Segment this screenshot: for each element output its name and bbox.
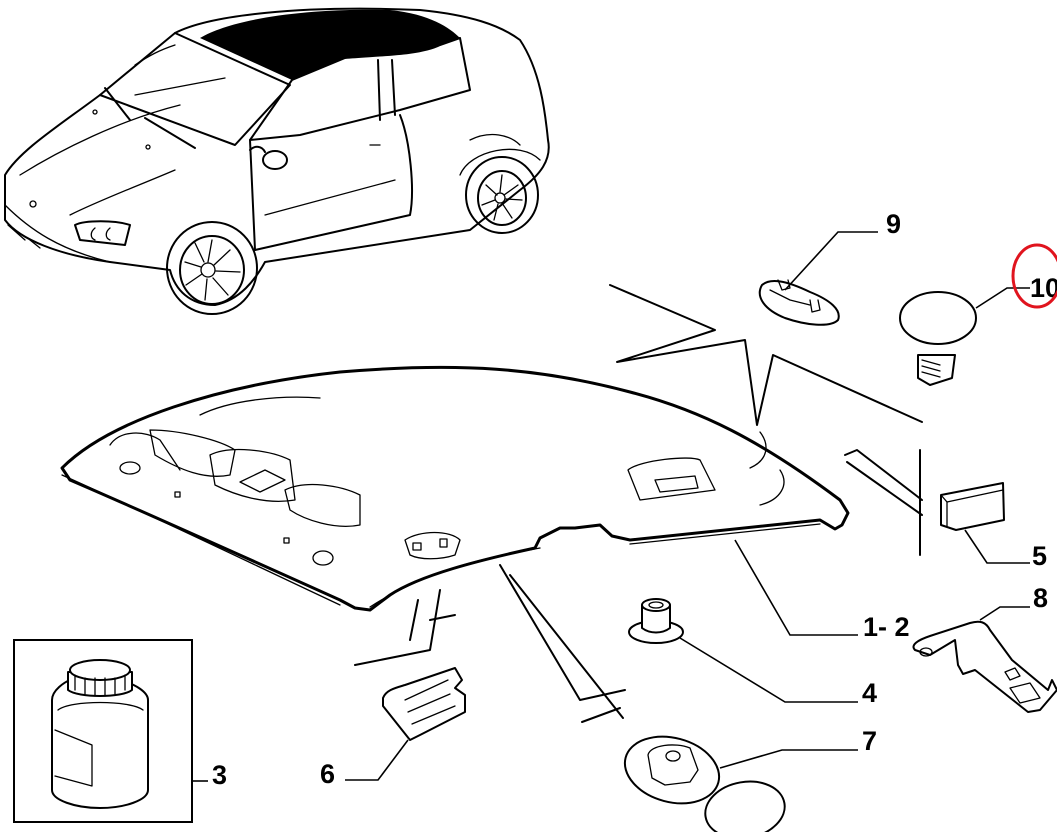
car-illustration bbox=[4, 7, 550, 315]
roof-highlight bbox=[200, 9, 460, 80]
leader-7 bbox=[719, 749, 858, 769]
part-3-bottle bbox=[13, 639, 193, 823]
part-5-foam-pad bbox=[940, 482, 1005, 531]
part-4-bushing bbox=[628, 598, 684, 644]
callout-8: 8 bbox=[1033, 583, 1048, 613]
leader-9 bbox=[784, 231, 878, 291]
callout-1-2: 1- 2 bbox=[863, 612, 910, 642]
leader-8 bbox=[979, 606, 1030, 621]
callout-6: 6 bbox=[320, 759, 335, 789]
leader-1-2 bbox=[734, 539, 858, 636]
callout-4: 4 bbox=[862, 678, 877, 708]
part-8-bracket bbox=[912, 620, 1057, 713]
leader-10 bbox=[975, 287, 1030, 309]
callout-3: 3 bbox=[212, 760, 227, 790]
callout-9: 9 bbox=[886, 209, 901, 239]
leader-5 bbox=[964, 529, 1030, 564]
highlight-circle bbox=[1011, 243, 1057, 309]
section-break-lines bbox=[354, 284, 923, 723]
part-10-push-pin bbox=[899, 291, 977, 386]
headliner-part bbox=[60, 365, 850, 612]
leader-4 bbox=[679, 637, 858, 703]
leader-6 bbox=[345, 739, 409, 781]
callout-5: 5 bbox=[1032, 541, 1047, 571]
callout-7: 7 bbox=[862, 726, 877, 756]
part-7-clip-cover bbox=[623, 735, 786, 832]
part-6-retaining-clip bbox=[382, 667, 466, 741]
part-9-trim-clip bbox=[758, 279, 840, 326]
